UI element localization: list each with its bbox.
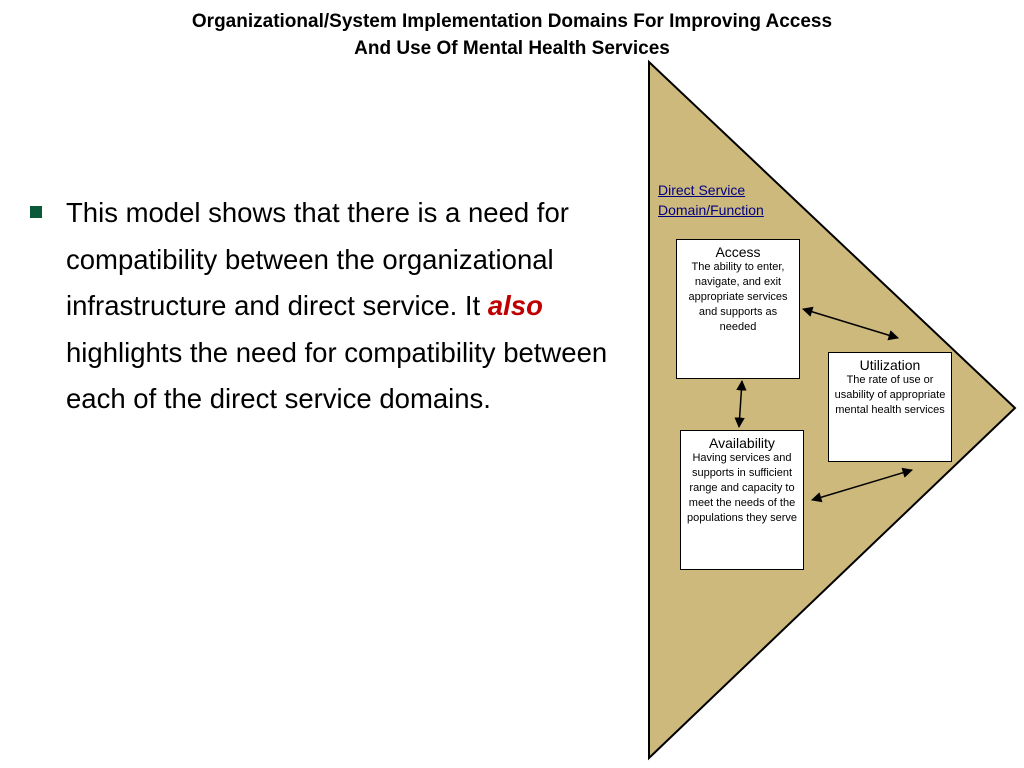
bullet-text: This model shows that there is a need fo…	[66, 190, 630, 423]
direct-service-domain-label: Direct Service Domain/Function	[658, 180, 764, 220]
domain-label-line-2: Domain/Function	[658, 202, 764, 218]
bullet-text-before: This model shows that there is a need fo…	[66, 197, 569, 321]
bullet-point: This model shows that there is a need fo…	[30, 190, 630, 423]
utilization-box: Utilization The rate of use or usability…	[828, 352, 952, 462]
domain-label-line-1: Direct Service	[658, 182, 746, 198]
availability-box: Availability Having services and support…	[680, 430, 804, 570]
page-title: Organizational/System Implementation Dom…	[0, 8, 1024, 62]
utilization-description: The rate of use or usability of appropri…	[834, 374, 946, 416]
availability-title: Availability	[709, 435, 775, 451]
access-description: The ability to enter, navigate, and exit…	[688, 261, 788, 333]
arrow-access-availability	[734, 379, 747, 429]
access-box: Access The ability to enter, navigate, a…	[676, 239, 800, 379]
square-bullet-icon	[30, 206, 42, 218]
bullet-emphasis: also	[487, 290, 543, 321]
arrow-access-utilization	[801, 306, 900, 341]
bullet-text-after: highlights the need for compatibility be…	[66, 336, 608, 415]
title-line-1: Organizational/System Implementation Dom…	[191, 11, 833, 32]
title-line-2: And Use Of Mental Health Services	[354, 38, 670, 59]
arrow-availability-utilization	[810, 467, 914, 503]
utilization-title: Utilization	[859, 357, 921, 373]
access-title: Access	[715, 244, 761, 260]
availability-description: Having services and supports in sufficie…	[686, 452, 798, 524]
